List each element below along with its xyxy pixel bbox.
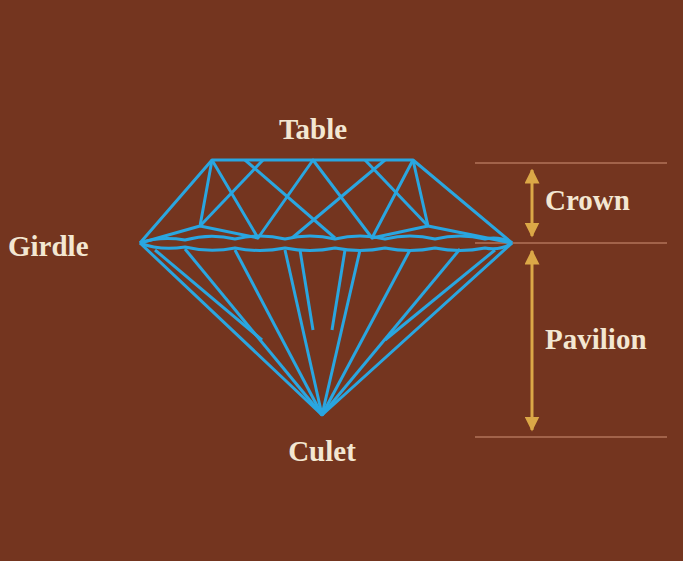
- diamond-outline: [140, 160, 512, 415]
- part-label: Pavilion: [545, 324, 647, 356]
- part-label: Table: [279, 114, 347, 146]
- part-label: Girdle: [8, 231, 89, 263]
- reference-lines: [475, 163, 667, 437]
- part-label: Culet: [288, 436, 356, 468]
- part-label: Crown: [545, 185, 630, 217]
- dimension-arrows: [531, 170, 534, 430]
